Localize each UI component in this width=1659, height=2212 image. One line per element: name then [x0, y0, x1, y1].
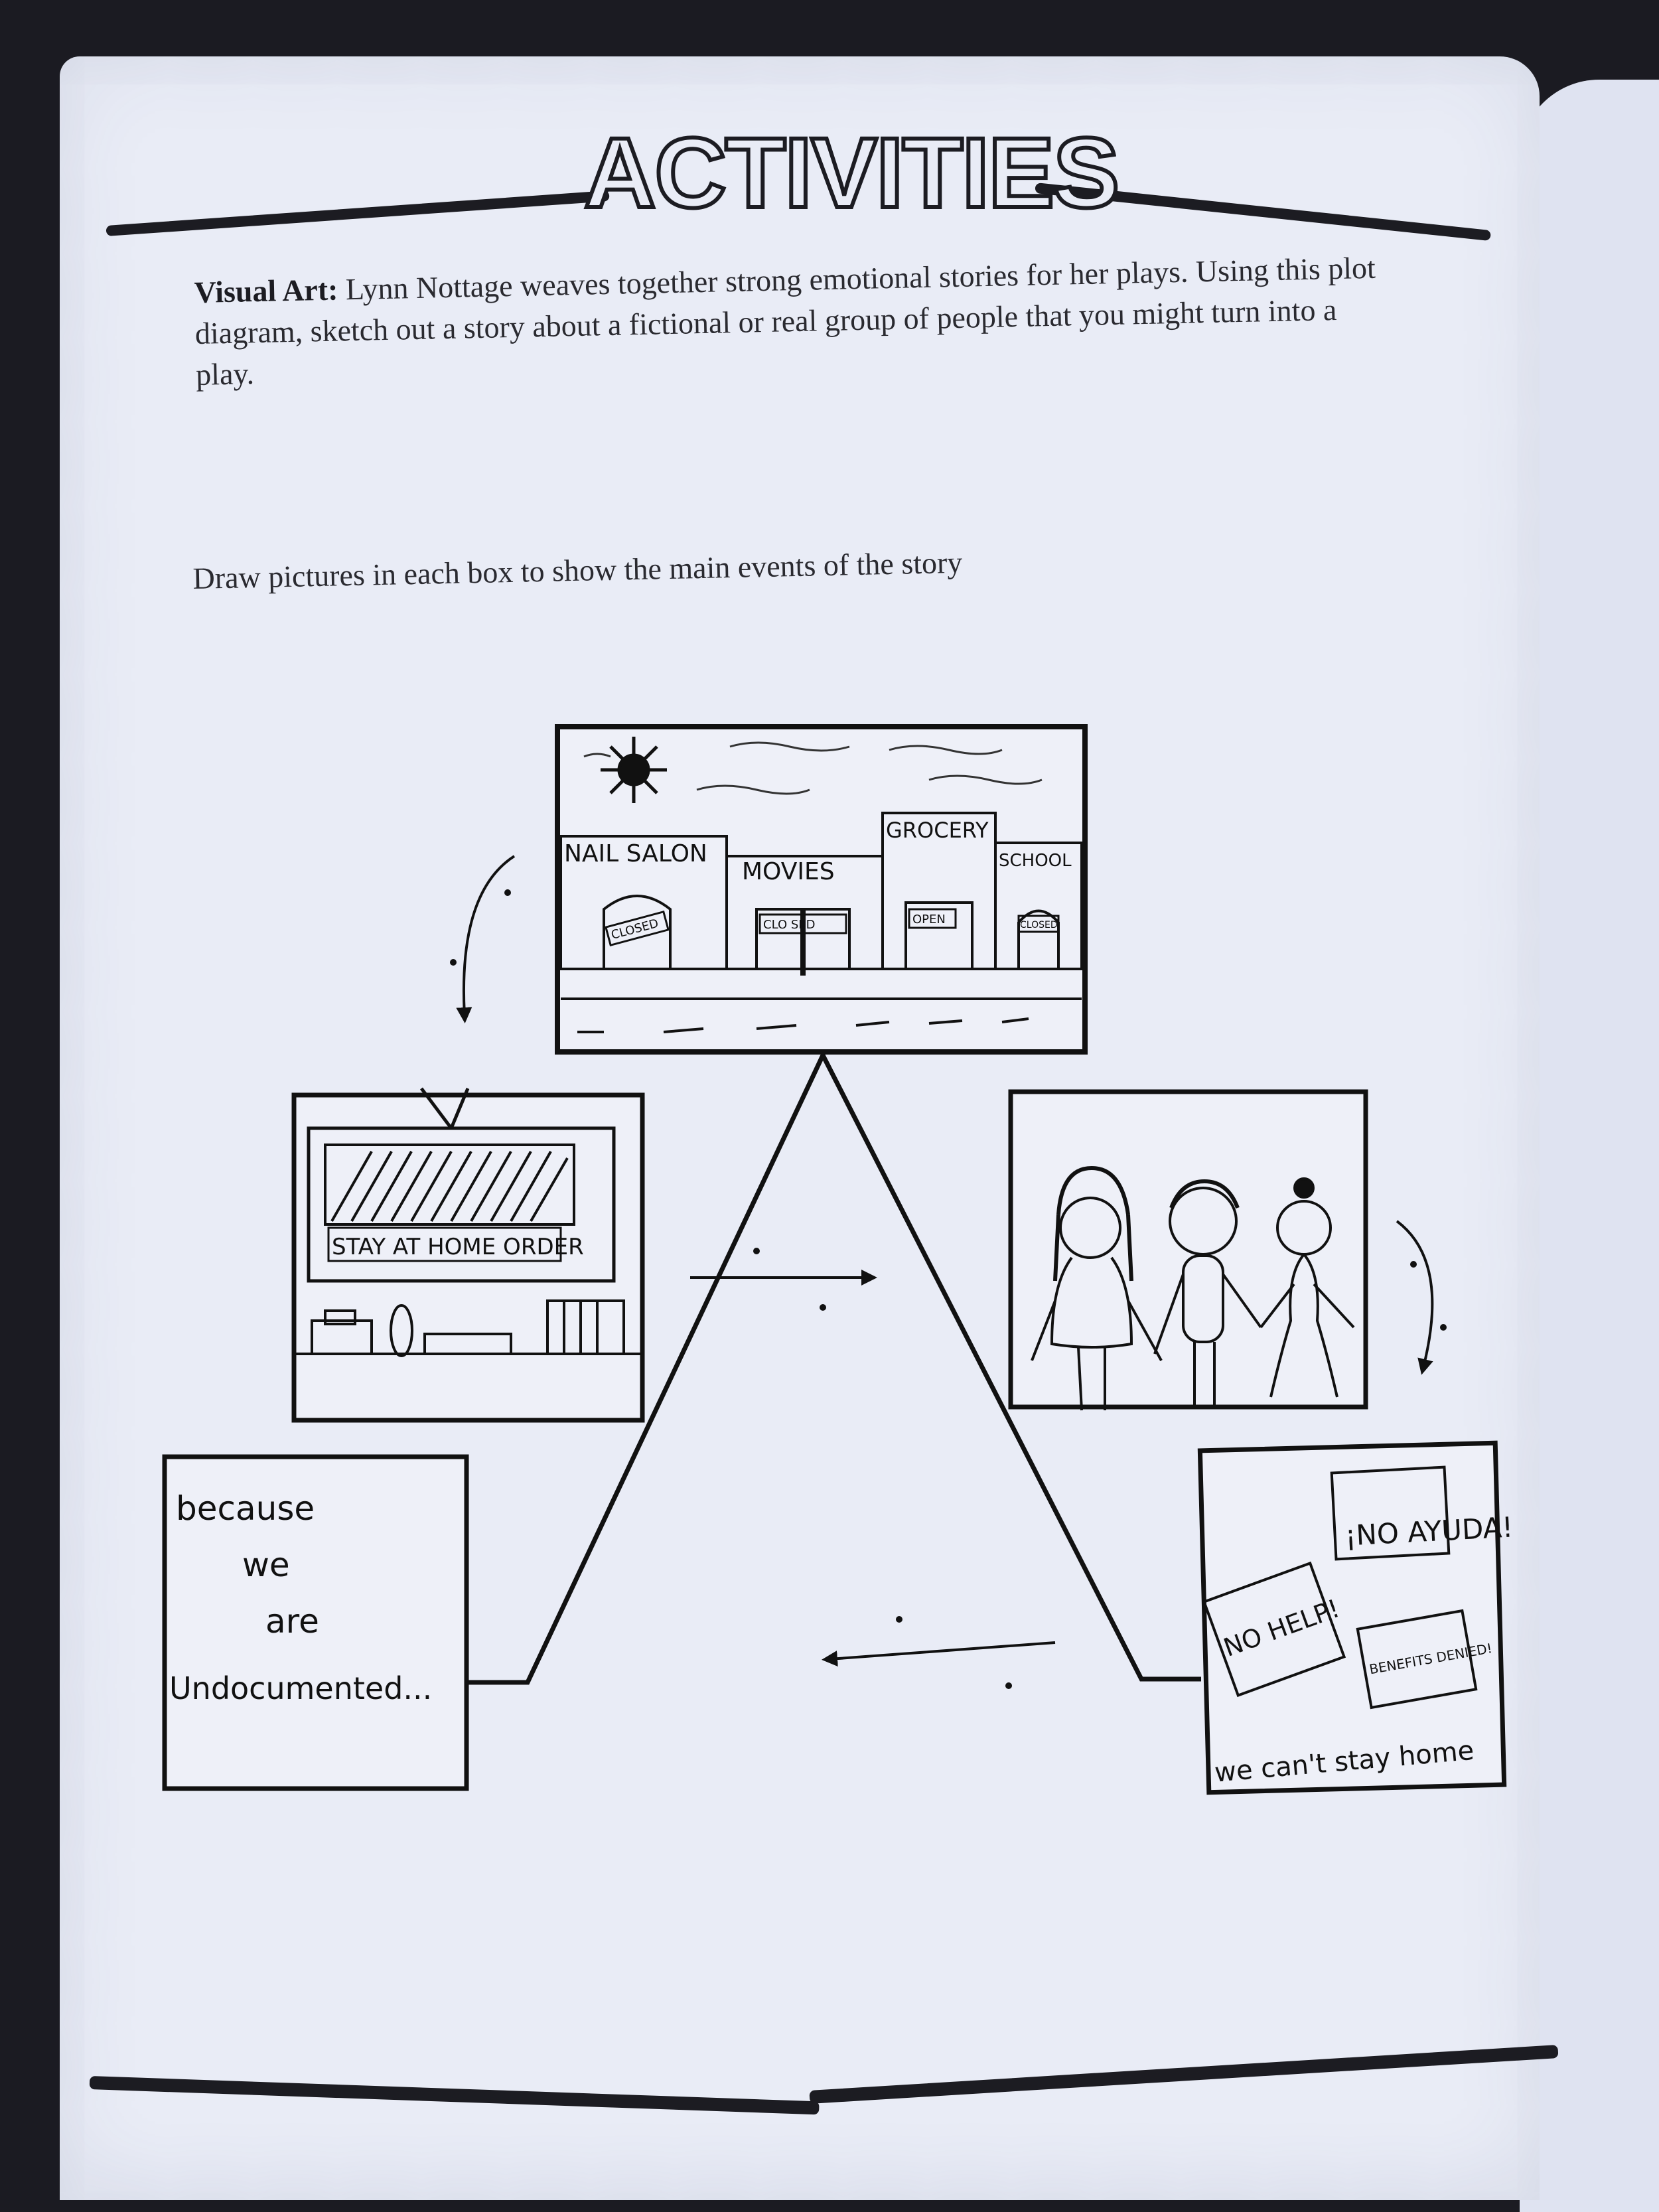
- storefront-label: NAIL SALON: [564, 840, 707, 867]
- door-sign: OPEN: [912, 913, 946, 926]
- door-sign: CLOSED: [1020, 920, 1058, 930]
- tv-frame-icon: [307, 1126, 616, 1283]
- protest-signs: [1202, 1465, 1478, 1710]
- handwritten-line: are: [265, 1602, 319, 1641]
- tv-static-hatching: [330, 1151, 569, 1222]
- rising-action-box: STAY AT HOME ORDER: [291, 1087, 645, 1423]
- falling-action-box: [1008, 1089, 1368, 1411]
- page-title: ACTIVITIES: [582, 117, 1121, 228]
- story-arrows: [456, 855, 1434, 1667]
- road: [561, 997, 1082, 1033]
- storefront-label: SCHOOL: [999, 851, 1072, 871]
- people-drawing: [1031, 1165, 1355, 1411]
- sun-icon: [601, 737, 667, 803]
- tv-stand: [295, 1299, 640, 1357]
- arrow-left-icon: [822, 1641, 1056, 1667]
- facing-page-edge: [1520, 80, 1659, 2212]
- handwritten-line: because: [176, 1489, 315, 1528]
- antenna-icon: [420, 1087, 470, 1130]
- arrow-down-right-icon: [1396, 1220, 1434, 1375]
- storefront-label: GROCERY: [886, 818, 989, 843]
- climax-box: NAIL SALON MOVIES GROCERY SCHOOL CLOSED …: [555, 724, 1088, 1055]
- decorative-dots: [450, 889, 1447, 1689]
- handwritten-line: we: [242, 1546, 290, 1584]
- arrow-down-left-icon: [456, 855, 516, 1023]
- storefronts: [559, 812, 1083, 976]
- door-sign: CLO SED: [763, 918, 816, 932]
- storefront-label: MOVIES: [742, 858, 835, 885]
- handwritten-line: Undocumented...: [169, 1670, 432, 1706]
- resolution-box: ¡NO AYUDA! NO HELP! BENEFITS DENIED! we …: [1197, 1440, 1514, 1795]
- exposition-box: because we are Undocumented...: [162, 1454, 469, 1791]
- tv-banner: STAY AT HOME ORDER: [332, 1234, 584, 1260]
- sky-scribbles: [583, 741, 1043, 795]
- plot-triangle: [468, 1050, 1201, 1685]
